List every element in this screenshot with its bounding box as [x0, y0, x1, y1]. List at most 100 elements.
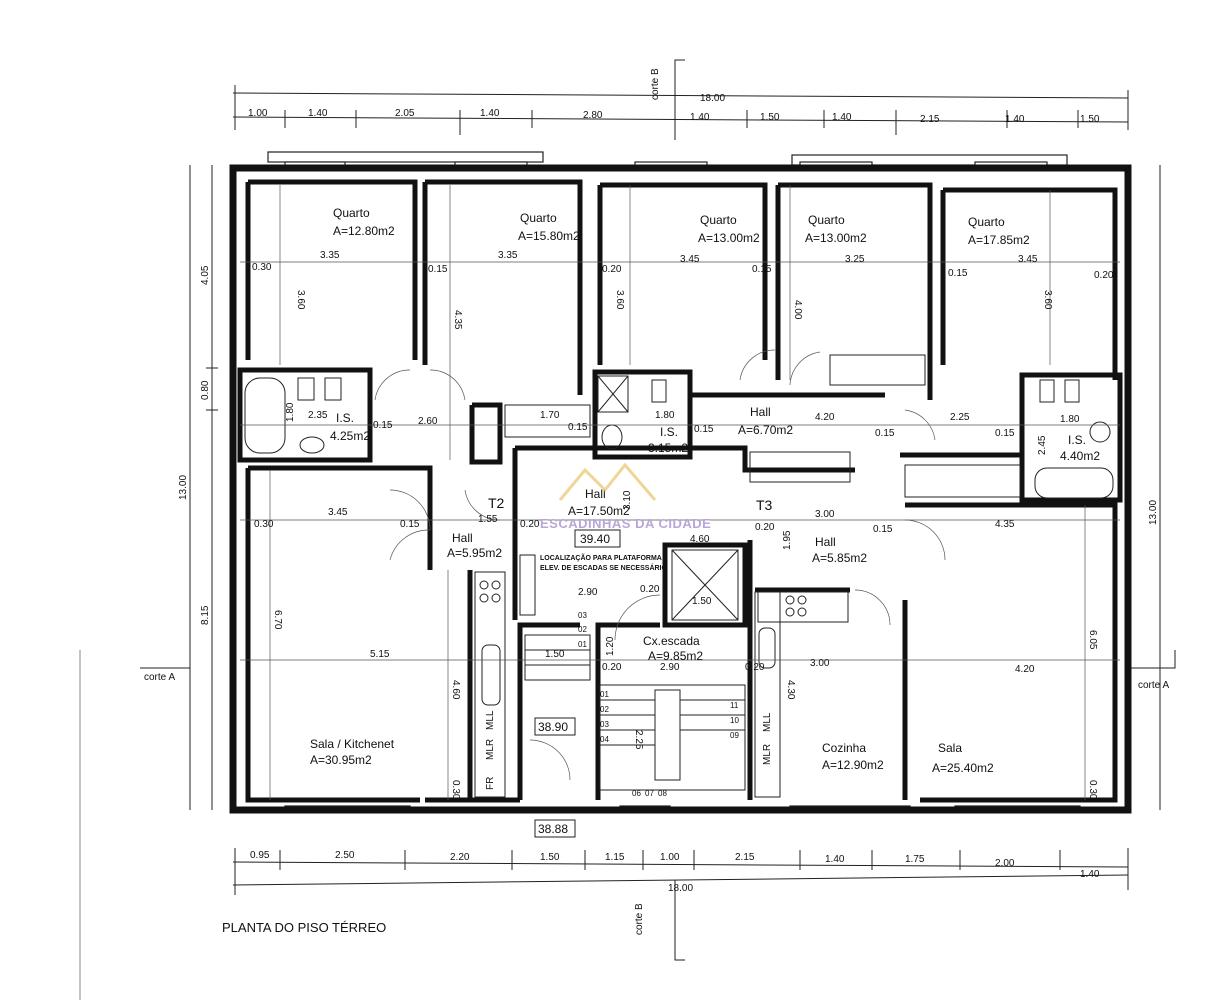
corte-b-top: corte B: [650, 68, 661, 100]
room-name: Quarto: [520, 211, 557, 225]
step: 11: [730, 701, 739, 710]
fixture-label: MLL: [762, 712, 773, 732]
dim: 0.30: [450, 780, 461, 800]
section-marks: corte B corte B corte A corte A: [140, 59, 1176, 961]
room-name: Sala / Kitchenet: [310, 737, 395, 751]
room-name: Hall: [815, 535, 836, 549]
dim: 0.30: [252, 262, 272, 273]
walls: [229, 164, 1132, 814]
room-area: A=13.00m2: [698, 231, 760, 245]
room-name: I.S.: [660, 425, 678, 439]
bathroom-fixtures: [244, 375, 1114, 499]
dim: 1.75: [905, 854, 925, 865]
room-area: A=17.85m2: [968, 233, 1030, 247]
dim: 1.50: [540, 852, 560, 863]
room-name: Quarto: [700, 213, 737, 227]
dim: 1.50: [760, 112, 780, 123]
dim: 2.35: [308, 410, 328, 421]
unit-type-t3: T3: [756, 497, 773, 513]
dim: 0.20: [755, 522, 775, 533]
dim: 4.35: [995, 519, 1015, 530]
room-labels: Quarto A=12.80m2 Quarto A=15.80m2 Quarto…: [310, 206, 1100, 775]
dim: 4.60: [450, 680, 461, 700]
dim: 0.15: [694, 424, 714, 435]
step: 07: [645, 789, 654, 798]
dim: 1.40: [825, 854, 845, 865]
room-name: Quarto: [968, 215, 1005, 229]
dim: 2.15: [735, 852, 755, 863]
fixture-label: FR: [485, 777, 496, 790]
dim: 0.15: [400, 519, 420, 530]
dim: 2.25: [633, 730, 644, 750]
side-dimensions: 13.00 4.05 0.80 8.15 13.00: [178, 165, 1161, 810]
room-area: A=15.80m2: [518, 229, 580, 243]
dim: 1.50: [692, 596, 712, 607]
dim: 0.15: [373, 420, 393, 431]
unit-type-t2: T2: [488, 495, 505, 511]
dim: 2.90: [578, 587, 598, 598]
dim: 1.40: [480, 108, 500, 119]
dim: 2.00: [995, 858, 1015, 869]
step: 09: [730, 731, 739, 740]
dim: 3.45: [328, 507, 348, 518]
dim: 2.20: [450, 852, 470, 863]
dim: 1.00: [248, 108, 268, 119]
room-name: Cozinha: [822, 741, 866, 755]
dim: 3.35: [498, 250, 518, 261]
dim: 1.40: [1005, 114, 1025, 125]
dim: 2.45: [1037, 435, 1048, 455]
fixture-label: MLR: [485, 739, 496, 760]
room-area: A=5.95m2: [447, 546, 502, 560]
level-box: 38.88: [538, 822, 568, 836]
room-name: Quarto: [333, 206, 370, 220]
dim: 3.60: [1042, 290, 1053, 310]
dim: 0.15: [948, 268, 968, 279]
stair-step-numbers: 01 02 03 01 02 03 04 06 07 08 09 10 11: [578, 611, 739, 798]
room-area: A=17.50m2: [568, 504, 630, 518]
room-name: I.S.: [1068, 433, 1086, 447]
dim: 1.15: [605, 852, 625, 863]
dim: 0.15: [873, 524, 893, 535]
dim: 0.15: [568, 422, 588, 433]
room-area: A=25.40m2: [932, 761, 994, 775]
room-area: A=30.95m2: [310, 753, 372, 767]
dim: 0.15: [995, 428, 1015, 439]
fixture-labels: FR MLR MLL MLR MLL: [485, 710, 773, 790]
dim: 1.50: [545, 649, 565, 660]
dim: 13.00: [178, 475, 189, 500]
step: 02: [578, 625, 587, 634]
top-dimensions: 18.00 1.00 1.40 2.05 1.40 2.80 1.40 1.50…: [232, 85, 1129, 135]
room-name: Cx.escada: [643, 634, 700, 648]
dim: 5.15: [370, 649, 390, 660]
dim: 4.20: [1015, 664, 1035, 675]
step: 03: [578, 611, 587, 620]
dim: 3.45: [1018, 254, 1038, 265]
room-area: A=5.85m2: [812, 551, 867, 565]
dim: 0.20: [520, 519, 540, 530]
dim: 0.20: [745, 662, 765, 673]
note-line: LOCALIZAÇÃO PARA PLATAFORMA: [540, 553, 662, 562]
top-total-dim: 18.00: [700, 93, 725, 104]
room-name: Sala: [938, 741, 962, 755]
drawing-title: PLANTA DO PISO TÉRREO: [222, 920, 386, 935]
corte-a-right: corte A: [1138, 680, 1169, 691]
dim: 3.60: [295, 290, 306, 310]
staircase: [519, 549, 746, 791]
dim: 1.95: [782, 530, 793, 550]
dim: 0.80: [200, 380, 211, 400]
level-box: 38.90: [538, 720, 568, 734]
interior-dimensions: 0.30 3.35 0.15 3.35 0.20 3.45 0.15 3.25 …: [252, 250, 1114, 800]
watermark-text: ESCADINHAS DA CIDADE: [540, 516, 711, 531]
dim: 0.20: [1094, 270, 1114, 281]
watermark-logo: ESCADINHAS DA CIDADE: [540, 462, 711, 531]
room-name: Quarto: [808, 213, 845, 227]
dim: 6.05: [1087, 630, 1098, 650]
dim: 13.00: [1148, 500, 1159, 525]
dim: 2.50: [335, 850, 355, 861]
dim: 4.60: [690, 534, 710, 545]
dim: 2.05: [395, 108, 415, 119]
room-area: 4.40m2: [1060, 449, 1100, 463]
fixture-label: MLR: [762, 744, 773, 765]
step: 04: [600, 735, 609, 744]
